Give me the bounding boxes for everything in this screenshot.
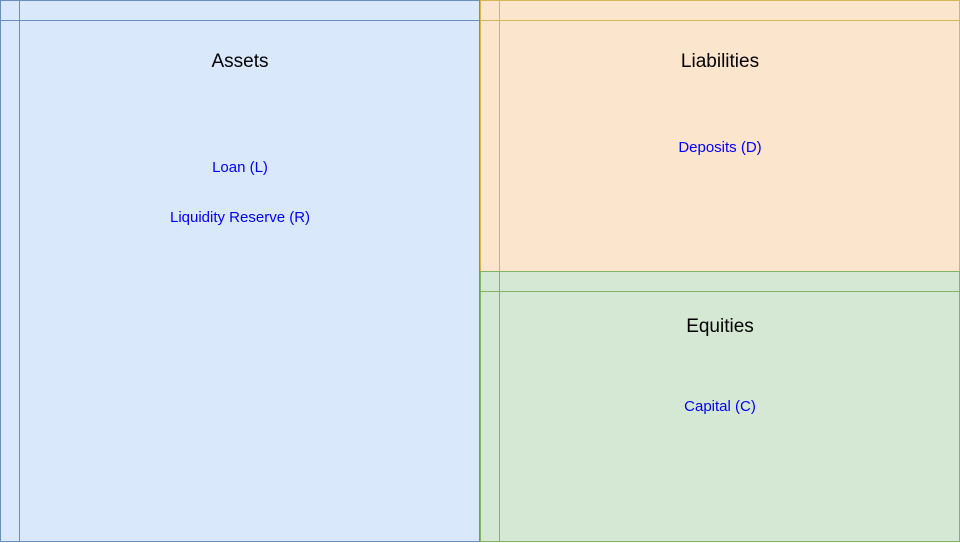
- liquidity-reserve-label[interactable]: Liquidity Reserve (R): [169, 209, 311, 226]
- capital-label[interactable]: Capital (C): [684, 398, 756, 415]
- assets-header-divider: [0, 20, 480, 21]
- liabilities-pool[interactable]: [480, 0, 960, 272]
- assets-title: Assets: [211, 51, 269, 72]
- loan-label[interactable]: Loan (L): [212, 159, 268, 176]
- deposits-label[interactable]: Deposits (D): [678, 139, 762, 156]
- equities-lane-divider: [499, 271, 500, 542]
- liabilities-lane-divider: [499, 0, 500, 272]
- liabilities-header-divider: [480, 20, 960, 21]
- liabilities-title: Liabilities: [680, 51, 760, 72]
- assets-lane-divider: [19, 0, 20, 542]
- equities-header-divider: [480, 291, 960, 292]
- equities-pool[interactable]: [480, 271, 960, 542]
- equities-title: Equities: [686, 316, 754, 337]
- assets-pool[interactable]: [0, 0, 480, 542]
